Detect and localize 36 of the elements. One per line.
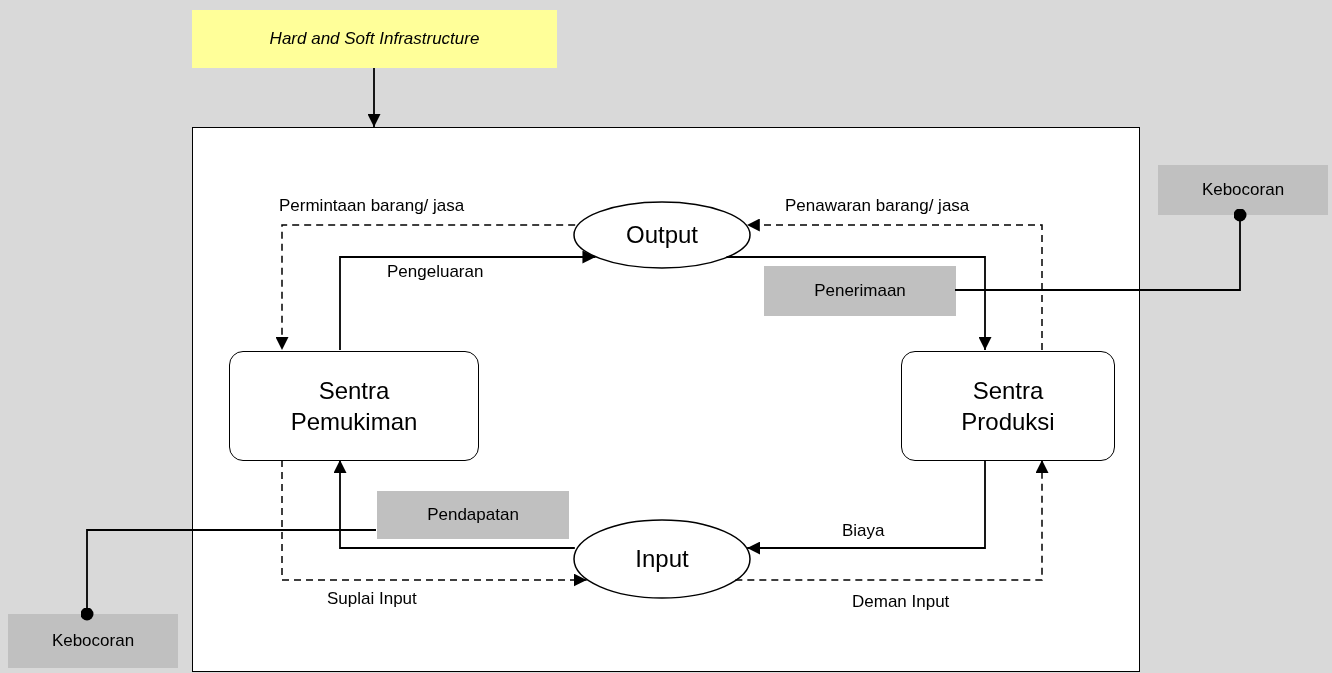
edge-label: Permintaan barang/ jasa — [277, 196, 467, 216]
infrastructure-box — [192, 10, 557, 68]
leakage-source-box — [764, 266, 956, 316]
edge-label: Suplai Input — [325, 589, 419, 609]
node-label: Kebocoran — [1201, 178, 1285, 201]
arrow — [734, 459, 1049, 581]
edge-label: Penawaran barang/ jasa — [783, 196, 972, 216]
node-label: Input — [635, 544, 689, 575]
node-label: Penerimaan — [814, 279, 906, 302]
edge-label: Deman Input — [850, 592, 952, 612]
process-box — [901, 351, 1115, 461]
arrow — [746, 218, 1043, 351]
connector-line — [954, 208, 1247, 291]
leakage-box — [8, 614, 178, 668]
output-ellipse — [573, 201, 751, 269]
arrow — [725, 256, 992, 351]
input-ellipse — [573, 519, 751, 599]
node-label: Sentra Produksi — [960, 375, 1056, 437]
leakage-source-box — [377, 491, 569, 539]
arrow — [275, 224, 576, 351]
leakage-box — [1158, 165, 1328, 215]
node-label: Sentra Pemukiman — [289, 375, 419, 437]
arrow — [281, 459, 588, 587]
arrow — [339, 250, 597, 351]
connector-line — [80, 529, 377, 621]
system-boundary-box — [192, 127, 1140, 672]
node-label: Output — [625, 220, 698, 251]
node-label: Pendapatan — [427, 503, 519, 526]
node-label: Hard and Soft Infrastructure — [269, 27, 480, 50]
edge-label: Biaya — [840, 521, 887, 541]
arrow — [367, 67, 381, 128]
process-box — [229, 351, 479, 461]
node-label: Kebocoran — [51, 629, 135, 652]
arrow — [746, 459, 986, 555]
arrow — [333, 459, 576, 549]
edge-label: Pengeluaran — [385, 262, 486, 282]
